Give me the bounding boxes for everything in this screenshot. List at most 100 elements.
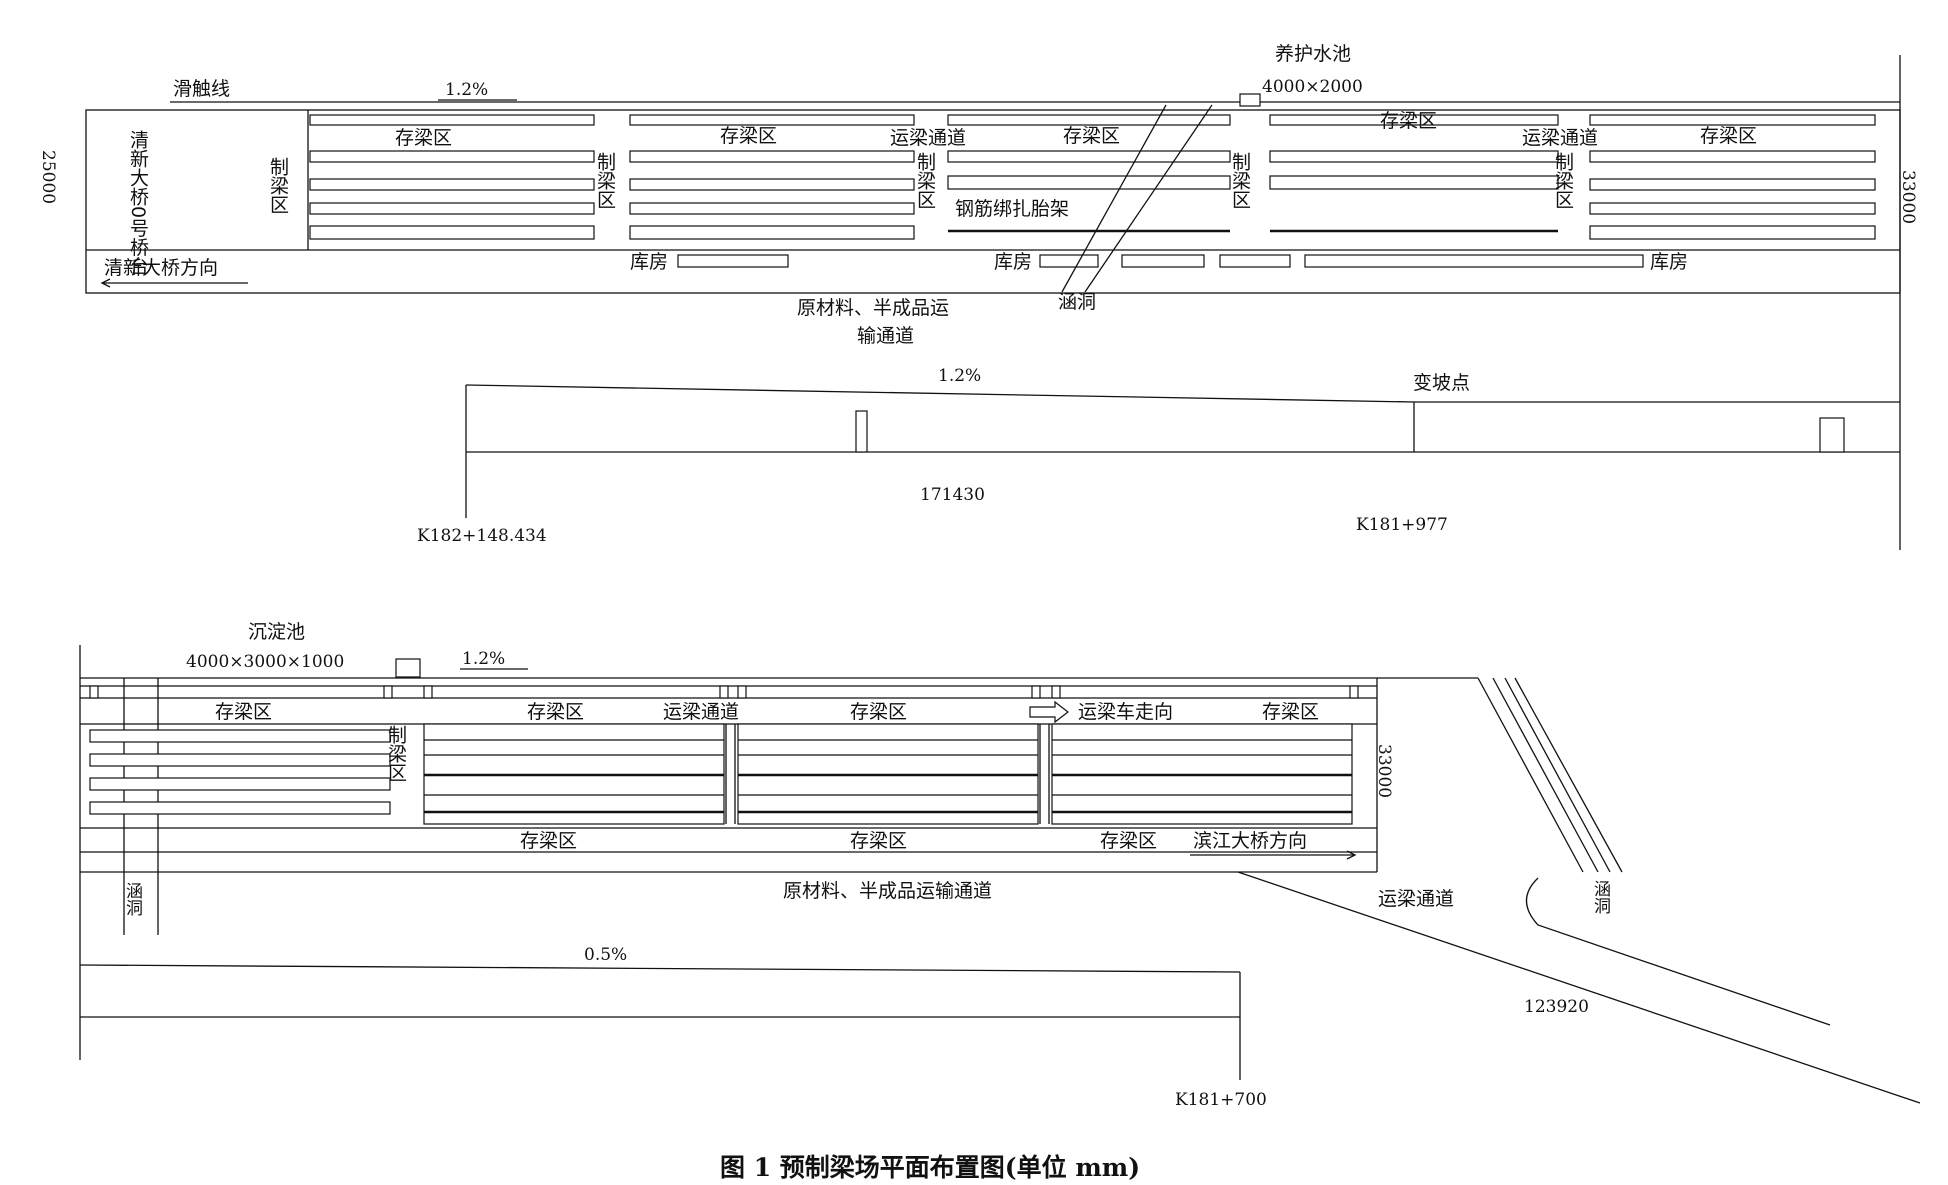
ramp-road-line	[1477, 677, 1584, 873]
trolley-line-label: 滑触线	[173, 78, 230, 100]
settling-pool-size: 4000×3000×1000	[186, 652, 344, 672]
top-dim-right: 33000	[1898, 170, 1918, 224]
rail-post	[737, 685, 747, 699]
storage-area-label: 存梁区	[215, 701, 272, 723]
storage-area-label: 存梁区	[1063, 125, 1120, 147]
culvert-label: 涵洞	[122, 882, 143, 916]
fabrication-area-label: 制梁区	[1552, 152, 1574, 209]
rail-post	[1051, 685, 1061, 699]
profile-grade-line	[79, 964, 1241, 973]
fabrication-area-label: 制梁区	[914, 152, 936, 209]
transport-road-edge	[1237, 871, 1921, 1104]
material-channel-label: 输通道	[857, 325, 914, 347]
trolley-direction-label: 运梁车走向	[1078, 701, 1173, 723]
transport-channel-label: 运梁通道	[1378, 888, 1454, 910]
fabrication-block	[423, 723, 725, 825]
top-profile: 1.2% 变坡点 171430 K182+148.434 K181+977	[417, 366, 1900, 546]
ramp-road-line	[1492, 677, 1599, 873]
warehouse	[1304, 254, 1644, 268]
fabrication-area-label: 制梁区	[1229, 152, 1251, 209]
storage-strip	[1269, 114, 1559, 126]
warehouse-label: 库房	[1650, 251, 1688, 273]
rail-post	[719, 685, 729, 699]
storage-strip	[1589, 114, 1876, 126]
profile-length: 171430	[920, 485, 985, 505]
bottom-dim-right: 33000	[1374, 744, 1394, 798]
ramp-road-line	[1514, 677, 1623, 873]
warehouse-label: 库房	[994, 251, 1032, 273]
binjiang-direction-arrowhead	[1346, 850, 1357, 860]
station-mid: K181+977	[1356, 515, 1448, 535]
storage-area-label: 存梁区	[520, 830, 577, 852]
fabrication-area-label: 制梁区	[267, 157, 289, 214]
fabrication-block	[737, 723, 1039, 825]
profile-slope-label: 0.5%	[584, 945, 627, 965]
bottom-profile: 0.5% 123920 K181+700	[79, 945, 1589, 1110]
ramp-road-line	[1504, 677, 1611, 873]
profile-slope-label: 1.2%	[938, 366, 981, 386]
culvert-line	[1084, 104, 1213, 293]
binjiang-direction-label: 滨江大桥方向	[1193, 830, 1307, 852]
profile-length: 123920	[1524, 997, 1589, 1017]
transport-channel-label: 运梁通道	[663, 701, 739, 723]
top-plan: 滑触线 1.2% 养护水池 4000×2000 清新大桥0号桥台 25000 3…	[38, 43, 1918, 550]
station-end: K181+700	[1175, 1090, 1267, 1110]
storage-strip	[629, 114, 915, 126]
top-dim-left: 25000	[38, 150, 58, 204]
material-channel-label: 原材料、半成品运	[797, 297, 949, 319]
storage-area-label: 存梁区	[1380, 110, 1437, 132]
warehouse	[677, 254, 789, 268]
profile-post	[855, 410, 868, 453]
warehouse-label: 库房	[630, 251, 668, 273]
warehouse	[1039, 254, 1099, 268]
storage-area-label: 存梁区	[527, 701, 584, 723]
storage-area-label: 存梁区	[395, 127, 452, 149]
curing-pool-size: 4000×2000	[1262, 77, 1363, 97]
fabrication-area-label: 制梁区	[385, 725, 407, 782]
profile-grade-line	[465, 384, 1900, 403]
bottom-plan: 沉淀池 4000×3000×1000 1.2% 涵洞 存梁区 存梁区 运梁通道 …	[79, 621, 1921, 1104]
warehouse	[1219, 254, 1291, 268]
warehouse	[1121, 254, 1205, 268]
rail-post	[89, 685, 99, 699]
abutment-label: 清新大桥0号桥台	[127, 130, 149, 275]
storage-area-label: 存梁区	[850, 830, 907, 852]
qingxin-direction-label: 清新大桥方向	[104, 257, 218, 279]
fabrication-beds	[309, 150, 1876, 240]
storage-strip	[309, 114, 595, 126]
transport-road-edge	[1525, 877, 1831, 1026]
qingxin-direction-arrowhead	[100, 278, 111, 288]
material-channel-label: 原材料、半成品运输通道	[783, 880, 992, 902]
transport-channel-label: 运梁通道	[890, 127, 966, 149]
trolley-direction-arrow	[1029, 700, 1069, 724]
top-slope-label: 1.2%	[445, 80, 488, 100]
storage-area-label: 存梁区	[1100, 830, 1157, 852]
culvert-label: 涵洞	[1590, 880, 1611, 914]
storage-area-label: 存梁区	[1700, 125, 1757, 147]
storage-strip	[947, 114, 1231, 126]
settling-pool	[395, 658, 421, 678]
rail-post	[1031, 685, 1041, 699]
rail-post	[423, 685, 433, 699]
transport-channel-label: 运梁通道	[1522, 127, 1598, 149]
fabrication-block	[1051, 723, 1353, 825]
culvert-label: 涵洞	[1058, 291, 1096, 313]
figure-caption: 图 1 预制梁场平面布置图(单位 mm)	[720, 1153, 1140, 1182]
storage-area-label: 存梁区	[720, 125, 777, 147]
bottom-slope-label: 1.2%	[462, 649, 505, 669]
grade-change-label: 变坡点	[1413, 372, 1470, 394]
rebar-jig-label: 钢筋绑扎胎架	[955, 198, 1069, 220]
profile-post	[1819, 417, 1845, 453]
curing-pool	[1239, 93, 1261, 107]
storage-area-label: 存梁区	[1262, 701, 1319, 723]
curing-pool-name: 养护水池	[1275, 43, 1351, 65]
settling-pool-name: 沉淀池	[248, 621, 305, 643]
storage-area-label: 存梁区	[850, 701, 907, 723]
fabrication-beds	[89, 729, 391, 815]
fabrication-area-label: 制梁区	[594, 152, 616, 209]
culvert-line	[1061, 104, 1167, 293]
rail-post	[383, 685, 393, 699]
rail-post	[1349, 685, 1359, 699]
station-start: K182+148.434	[417, 526, 547, 546]
